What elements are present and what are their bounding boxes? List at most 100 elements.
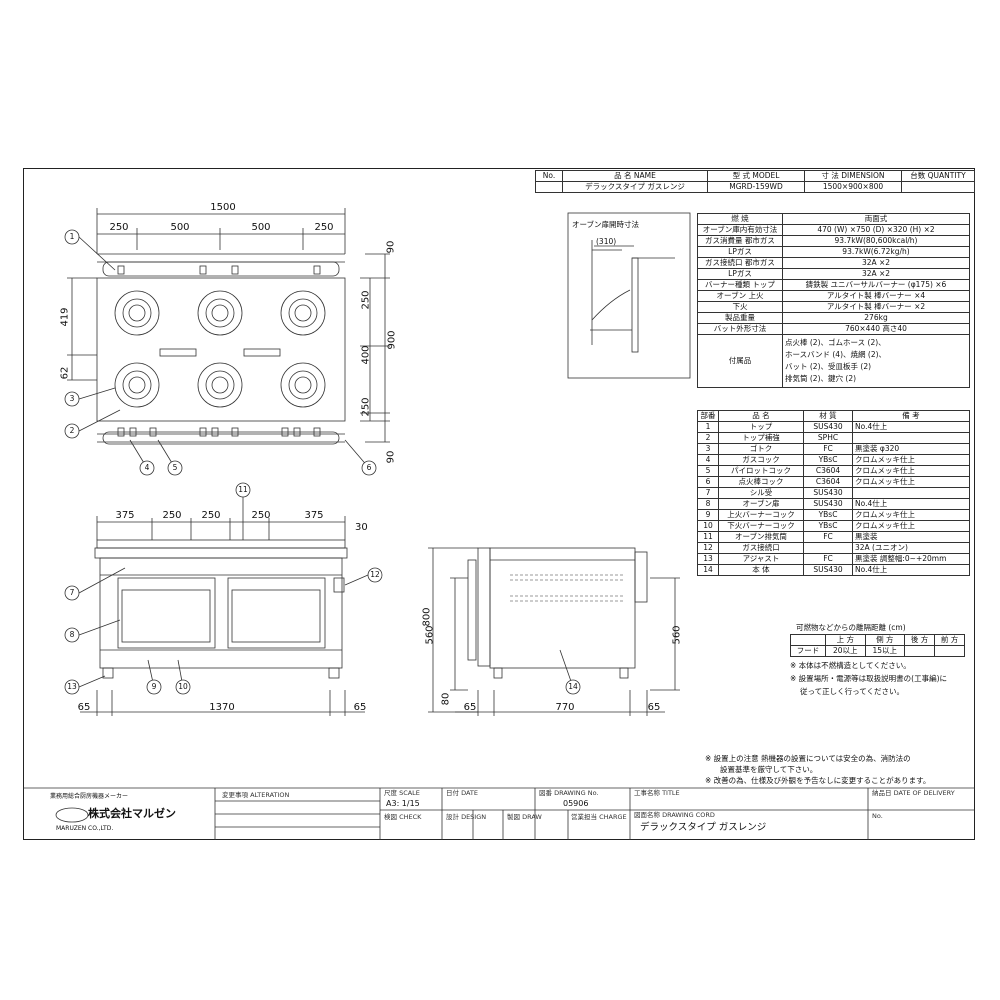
clearance-val-back	[904, 645, 936, 657]
note-small-2: ※ 設置場所・電源等は取扱説明書の(工事編)に	[790, 674, 948, 683]
parts-material: C3604	[803, 476, 853, 488]
parts-material: YBsC	[803, 454, 853, 466]
dim-right-250a: 250	[360, 290, 372, 310]
drawing-frame	[23, 168, 975, 840]
spec-key: ガス接続口 都市ガス	[697, 257, 783, 269]
drawing-code-label: 図面名称 DRAWING CORD	[634, 811, 715, 819]
burner-grid	[114, 290, 326, 408]
parts-name: 下火バーナーコック	[718, 520, 804, 532]
note-small-3: 従って正しく行ってください。	[800, 687, 905, 696]
dim-front-80: 80	[440, 692, 452, 706]
oven-door-dim: (310)	[596, 237, 617, 246]
parts-name: ガス接続口	[718, 542, 804, 554]
parts-material	[803, 542, 853, 554]
dim-front-b65a: 65	[77, 702, 91, 713]
drawing-no-value: 05906	[563, 799, 589, 808]
spec-key: 付属品	[697, 334, 783, 388]
parts-no: 6	[697, 476, 719, 488]
dim-side-560: 560	[671, 625, 683, 645]
parts-no: 8	[697, 498, 719, 510]
note-bottom-2: 設置基準を厳守して下さい。	[720, 765, 818, 774]
callout-2: 2	[69, 426, 75, 435]
dim-side-b770: 770	[555, 702, 575, 713]
no-label: No.	[872, 812, 883, 820]
parts-note: 黒塗装 φ320	[852, 443, 970, 455]
check-label: 検図 CHECK	[384, 813, 422, 821]
callout-6: 6	[366, 463, 372, 472]
alteration-label: 変更事項 ALTERATION	[222, 791, 290, 799]
note-small-1: ※ 本体は不燃構造としてください。	[790, 661, 911, 670]
parts-name: ガスコック	[718, 454, 804, 466]
parts-no: 9	[697, 509, 719, 521]
spec-key: LPガス	[697, 268, 783, 280]
parts-header-name: 品 名	[718, 410, 804, 422]
parts-header-no: 部番	[697, 410, 719, 422]
accessory-line: 点火棒 (2)、ゴムホース (2)、	[785, 338, 886, 347]
dim-side-b65a: 65	[463, 702, 477, 713]
top-view-outline	[96, 277, 346, 422]
spec-row: 燃 焼両面式	[697, 213, 970, 225]
dim-top-2: 500	[170, 222, 190, 233]
dim-front-2: 250	[162, 510, 182, 521]
parts-name: パイロットコック	[718, 465, 804, 477]
spec-value: アルタイト製 棒バーナー ×2	[782, 301, 970, 313]
callout-11: 11	[238, 485, 248, 494]
parts-material: FC	[803, 553, 853, 565]
scale-value: A3: 1/15	[386, 799, 420, 808]
spec-key: バーナー種類 トップ	[697, 279, 783, 291]
parts-note: クロムメッキ仕上	[852, 520, 970, 532]
spec-key: バット外形寸法	[697, 323, 783, 335]
parts-no: 14	[697, 564, 719, 576]
clearance-val-front	[934, 645, 965, 657]
spec-key: LPガス	[697, 246, 783, 258]
parts-name: アジャスト	[718, 553, 804, 565]
parts-no: 12	[697, 542, 719, 554]
header-name: 品 名 NAME	[562, 170, 708, 182]
oven-door-left	[117, 577, 216, 649]
spec-value: 両面式	[782, 213, 970, 225]
row-quantity	[901, 181, 975, 193]
dim-top-3: 500	[251, 222, 271, 233]
spec-key: 燃 焼	[697, 213, 783, 225]
parts-name: 上火バーナーコック	[718, 509, 804, 521]
spec-value: 32A ×2	[782, 257, 970, 269]
clearance-val-top: 20以上	[825, 645, 866, 657]
dim-front-800: 800	[421, 607, 433, 627]
parts-material: SUS430	[803, 421, 853, 433]
parts-name: ゴトク	[718, 443, 804, 455]
parts-note: クロムメッキ仕上	[852, 476, 970, 488]
dim-right-250b: 250	[360, 397, 372, 417]
spec-row-accessories: 付属品点火棒 (2)、ゴムホース (2)、ホースバンド (4)、焼網 (2)、バ…	[697, 334, 970, 388]
row-dimension: 1500×900×800	[804, 181, 902, 193]
parts-material: SUS430	[803, 564, 853, 576]
row-model: MGRD-159WD	[707, 181, 805, 193]
parts-material: YBsC	[803, 520, 853, 532]
parts-name: シル受	[718, 487, 804, 499]
parts-no: 2	[697, 432, 719, 444]
row-name: デラックスタイプ ガスレンジ	[562, 181, 708, 193]
parts-note: No.4仕上	[852, 498, 970, 510]
clearance-val-side: 15以上	[864, 645, 906, 657]
callout-8: 8	[69, 630, 75, 639]
parts-no: 3	[697, 443, 719, 455]
parts-name: オーブン排気筒	[718, 531, 804, 543]
callout-13: 13	[67, 682, 77, 691]
parts-no: 5	[697, 465, 719, 477]
parts-note: クロムメッキ仕上	[852, 454, 970, 466]
dim-front-b1370: 1370	[209, 702, 235, 713]
